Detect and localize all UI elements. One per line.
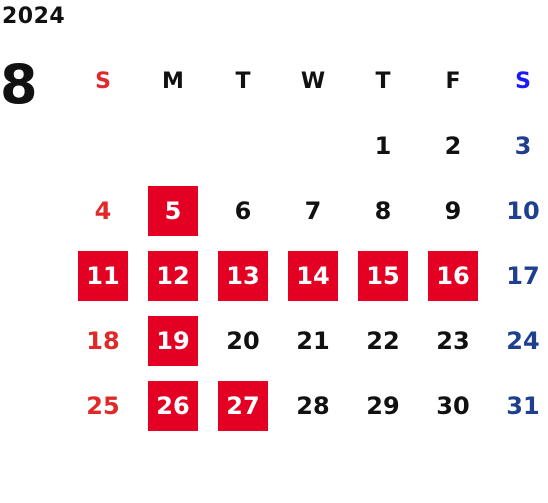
day-cell[interactable]: 13 — [208, 243, 278, 308]
day-number: 29 — [366, 391, 400, 420]
day-number: 6 — [234, 196, 252, 225]
day-number: 30 — [436, 391, 470, 420]
day-number: 10 — [506, 196, 540, 225]
day-cell[interactable]: 21 — [278, 308, 348, 373]
day-cell[interactable]: 10 — [488, 178, 548, 243]
day-cell[interactable]: 22 — [348, 308, 418, 373]
empty-day-cell — [208, 113, 278, 178]
day-cell[interactable]: 24 — [488, 308, 548, 373]
day-cell[interactable]: 19 — [138, 308, 208, 373]
day-number: 25 — [86, 391, 120, 420]
day-cell[interactable]: 26 — [138, 373, 208, 438]
weekday-header-sat: S — [515, 68, 531, 94]
day-cell[interactable]: 16 — [418, 243, 488, 308]
day-cell[interactable]: 9 — [418, 178, 488, 243]
day-number-highlighted: 19 — [148, 315, 198, 366]
empty-day-cell — [138, 113, 208, 178]
day-number: 17 — [506, 261, 540, 290]
day-cell[interactable]: 3 — [488, 113, 548, 178]
day-cell[interactable]: 12 — [138, 243, 208, 308]
year-label: 2024 — [2, 4, 66, 29]
day-cell[interactable]: 18 — [68, 308, 138, 373]
day-cell[interactable]: 15 — [348, 243, 418, 308]
day-number: 20 — [226, 326, 260, 355]
day-number-highlighted: 27 — [218, 380, 268, 431]
day-cell[interactable]: 25 — [68, 373, 138, 438]
day-number-highlighted: 14 — [288, 250, 338, 301]
day-number: 24 — [506, 326, 540, 355]
day-number-highlighted: 13 — [218, 250, 268, 301]
day-number-highlighted: 11 — [78, 250, 128, 301]
day-number: 1 — [374, 131, 392, 160]
weekday-header-sun: S — [95, 68, 111, 94]
day-cell[interactable]: 27 — [208, 373, 278, 438]
day-cell[interactable]: 29 — [348, 373, 418, 438]
day-cell[interactable]: 31 — [488, 373, 548, 438]
day-number-highlighted: 26 — [148, 380, 198, 431]
empty-day-cell — [68, 113, 138, 178]
day-number: 23 — [436, 326, 470, 355]
weekday-header-wed: W — [300, 68, 326, 94]
empty-day-cell — [278, 113, 348, 178]
weekday-header-fri: F — [445, 68, 461, 94]
day-cell[interactable]: 4 — [68, 178, 138, 243]
day-number-highlighted: 15 — [358, 250, 408, 301]
weekday-header-mon: M — [162, 68, 184, 94]
day-cell[interactable]: 30 — [418, 373, 488, 438]
day-cell[interactable]: 20 — [208, 308, 278, 373]
day-number: 4 — [94, 196, 112, 225]
day-cell[interactable]: 8 — [348, 178, 418, 243]
day-number: 2 — [444, 131, 462, 160]
day-cell[interactable]: 1 — [348, 113, 418, 178]
day-cell[interactable]: 17 — [488, 243, 548, 308]
day-number: 9 — [444, 196, 462, 225]
day-cell[interactable]: 7 — [278, 178, 348, 243]
weekday-header-thu: T — [375, 68, 391, 94]
day-number: 28 — [296, 391, 330, 420]
day-number: 3 — [514, 131, 532, 160]
day-number-highlighted: 5 — [148, 185, 198, 236]
day-cell[interactable]: 11 — [68, 243, 138, 308]
month-label: 8 — [0, 53, 38, 116]
day-number-highlighted: 16 — [428, 250, 478, 301]
day-cell[interactable]: 14 — [278, 243, 348, 308]
day-number: 22 — [366, 326, 400, 355]
day-number: 21 — [296, 326, 330, 355]
day-cell[interactable]: 23 — [418, 308, 488, 373]
day-number-highlighted: 12 — [148, 250, 198, 301]
day-cell[interactable]: 6 — [208, 178, 278, 243]
day-number: 8 — [374, 196, 392, 225]
day-number: 31 — [506, 391, 540, 420]
day-number: 7 — [304, 196, 322, 225]
day-number: 18 — [86, 326, 120, 355]
day-cell[interactable]: 28 — [278, 373, 348, 438]
day-cell[interactable]: 5 — [138, 178, 208, 243]
weekday-header-tue: T — [235, 68, 251, 94]
day-cell[interactable]: 2 — [418, 113, 488, 178]
